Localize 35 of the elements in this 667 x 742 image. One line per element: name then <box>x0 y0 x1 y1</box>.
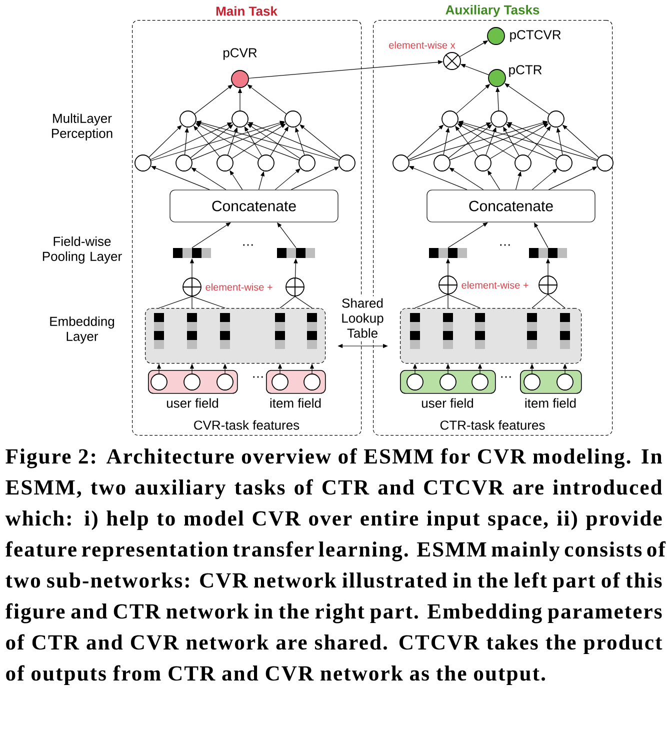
add-circle <box>538 275 558 295</box>
embedding-table <box>145 308 326 364</box>
output-label: pCTCVR <box>510 30 561 42</box>
pooled-vector <box>429 248 467 258</box>
panel-footer: CTR-task features <box>440 420 545 430</box>
panel-title: Auxiliary Tasks <box>446 4 540 18</box>
ellipsis: … <box>501 376 511 378</box>
arrow <box>192 222 231 248</box>
operation-label: element-wise x <box>389 41 456 49</box>
pooled-vector <box>173 248 211 258</box>
field-label: user field <box>422 398 474 408</box>
panel-footer: CVR-task features <box>194 420 300 430</box>
concatenate-box: Concatenate <box>426 190 596 222</box>
field-label: user field <box>166 398 218 408</box>
output-label: pCVR <box>224 48 257 60</box>
output-label: pCTR <box>509 65 542 77</box>
ellipsis: … <box>243 244 253 246</box>
layer-label: Field-wise Pooling Layer <box>42 236 122 264</box>
layer-label: MultiLayer Perception <box>52 113 112 141</box>
edge-label: Shared Lookup Table <box>334 296 392 340</box>
pooled-vector <box>529 248 567 258</box>
ellipsis: … <box>500 244 510 246</box>
arrow <box>448 222 488 248</box>
embedding-table <box>400 308 582 364</box>
panel-title: Main Task <box>216 6 278 16</box>
layer-label: Embedding Layer <box>50 316 114 344</box>
add-circle <box>285 277 305 297</box>
figure-caption: Figure 2: Architecture overview of ESMM for CVR modeling. In ESMM, two auxiliary tasks of CTR and CTCVR are introduced which: i) help to model CVR over entire input space, ii) provide feature representation transfer learning. ESMM mainly consists of two sub-networks: CVR network illustrated in the left part of this figure and CTR network in the right part. Embedding parameters of CTR and CVR network are shared. CTCVR takes the product of outputs from CTR and CVR network as the output. <box>5 448 666 686</box>
field-label: item field <box>270 398 321 408</box>
ellipsis: … <box>253 376 263 378</box>
concatenate-box: Concatenate <box>170 190 338 222</box>
operation-label: element-wise + <box>206 283 272 291</box>
pooled-vector <box>277 248 315 258</box>
operation-label: element-wise + <box>462 281 528 289</box>
field-label: item field <box>525 398 576 408</box>
